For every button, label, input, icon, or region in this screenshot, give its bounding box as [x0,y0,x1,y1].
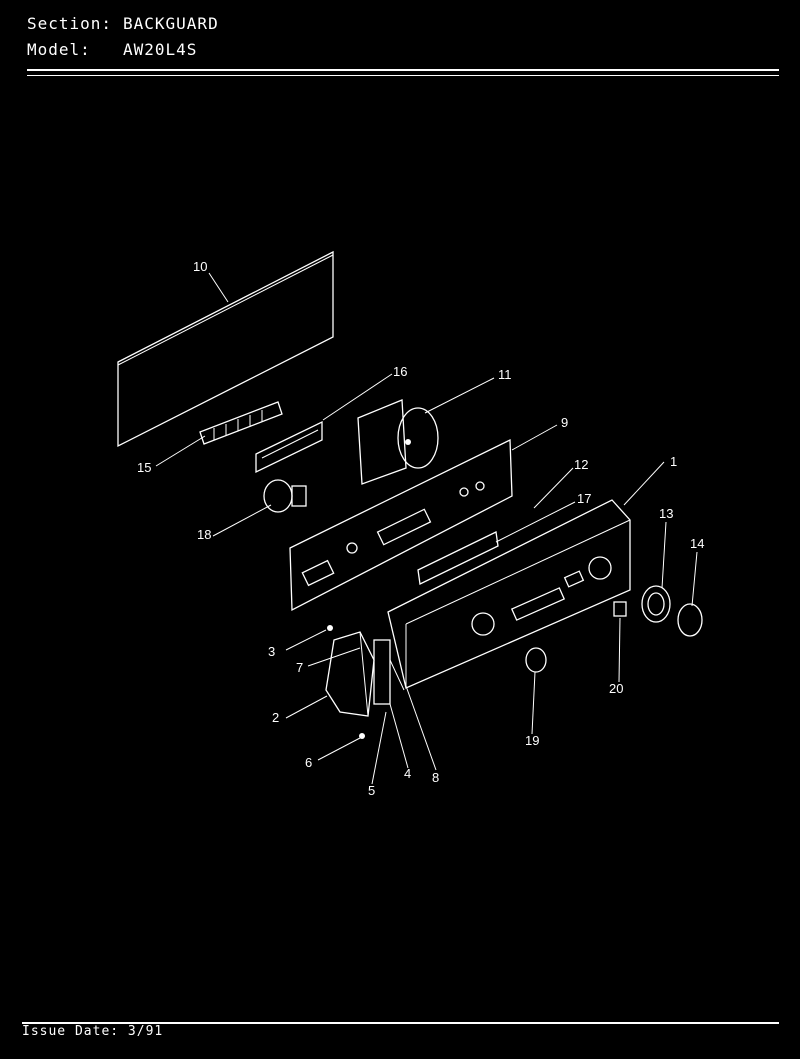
model-row: Model: AW20L4S [27,40,197,59]
section-row: Section: BACKGUARD [27,14,219,33]
header-rule-bottom [27,75,779,76]
callout-6: 6 [305,755,312,770]
part-back-panel [117,250,334,448]
part-clip-20 [613,601,627,617]
model-value: AW20L4S [123,40,198,59]
part-switch-bank [199,401,283,445]
footer-rule [22,1022,779,1024]
header-rule-top [27,69,779,71]
callout-9: 9 [561,415,568,430]
part-control-panel [289,438,513,612]
part-screw-6 [359,733,365,739]
callout-1: 1 [670,454,677,469]
callout-10: 10 [193,259,207,274]
callout-15: 15 [137,460,151,475]
callout-7: 7 [296,660,303,675]
callout-17: 17 [577,491,591,506]
callout-11: 11 [498,367,512,382]
callout-3: 3 [268,644,275,659]
callout-4: 4 [404,766,411,781]
section-value: BACKGUARD [123,14,219,33]
callout-13: 13 [659,506,673,521]
section-key: Section: [27,14,113,33]
part-display-window [417,531,499,585]
part-knob-19 [525,647,547,673]
callout-8: 8 [432,770,439,785]
issue-date: Issue Date: 3/91 [22,1024,164,1039]
part-bracket [255,420,323,474]
part-rotary-switch [263,479,307,513]
callout-16: 16 [393,364,407,379]
callout-19: 19 [525,733,539,748]
part-knob-13 [641,585,671,623]
callout-14: 14 [690,536,704,551]
model-key: Model: [27,40,91,59]
leader-lines [155,272,698,785]
part-knob-14 [677,603,703,637]
callout-20: 20 [609,681,623,696]
part-screw-3 [327,625,333,631]
callout-2: 2 [272,710,279,725]
part-backguard-housing [387,499,631,689]
part-end-cap [325,631,375,717]
callout-5: 5 [368,783,375,798]
callout-18: 18 [197,527,211,542]
callout-12: 12 [574,457,588,472]
part-timer [357,399,439,485]
part-side-bracket [373,639,405,705]
